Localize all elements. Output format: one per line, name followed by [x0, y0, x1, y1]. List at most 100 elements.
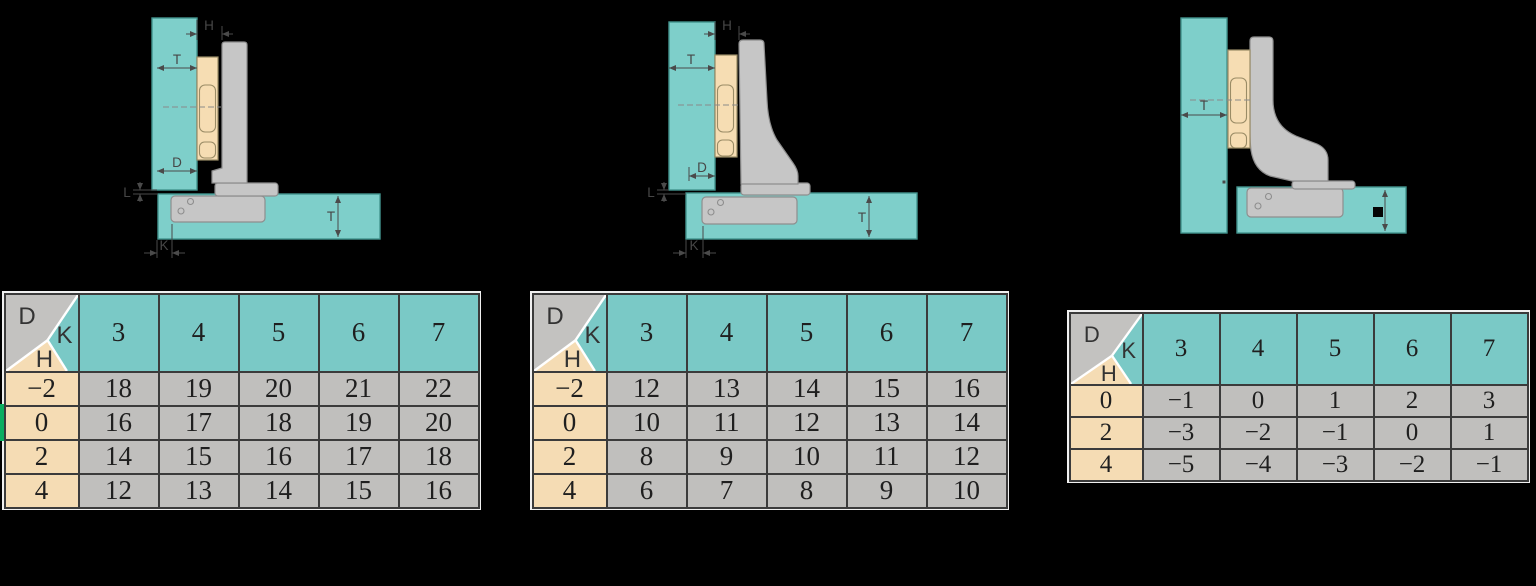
hinge-cup	[198, 84, 217, 133]
value-cell: −1	[1297, 417, 1373, 448]
value-cell: 12	[79, 474, 158, 507]
value-cell: 14	[79, 440, 158, 473]
value-cell: 12	[927, 440, 1006, 473]
corner-letter-k: K	[584, 321, 601, 349]
label-d: D	[697, 160, 707, 175]
missing-glyph-label	[1373, 207, 1383, 217]
value-cell: 3	[1451, 385, 1527, 416]
value-cell: 15	[159, 440, 238, 473]
value-cell: 14	[767, 372, 846, 405]
value-cell: 1	[1451, 417, 1527, 448]
mounting-plate	[170, 195, 266, 223]
label-l: L	[647, 185, 655, 200]
column-header-cell: 3	[1143, 313, 1219, 384]
hinge-cup-block	[196, 56, 219, 161]
corner-letter-d: D	[18, 303, 36, 331]
value-cell: 16	[79, 406, 158, 439]
value-cell: 13	[847, 406, 926, 439]
label-d: D	[172, 155, 182, 170]
column-header-cell: 3	[79, 294, 158, 371]
row-header-cell: 0	[533, 406, 606, 439]
value-cell: 0	[1220, 385, 1296, 416]
label-k: K	[159, 238, 168, 253]
half-overlay-diagram: H T D L K T	[647, 18, 918, 258]
label-h: H	[722, 18, 732, 33]
value-cell: −3	[1297, 449, 1373, 480]
value-cell: 21	[319, 372, 398, 405]
column-header-cell: 6	[1374, 313, 1450, 384]
value-cell: −5	[1143, 449, 1219, 480]
value-cell: 9	[847, 474, 926, 507]
hinge-arm	[1249, 36, 1329, 182]
value-cell: 6	[607, 474, 686, 507]
row-header-cell: 4	[1070, 449, 1142, 480]
column-header-cell: 5	[767, 294, 846, 371]
label-h: H	[204, 18, 214, 33]
screw-hole	[707, 208, 715, 216]
mounting-plate	[1246, 187, 1344, 218]
value-cell: 11	[687, 406, 766, 439]
hinge-arm	[211, 41, 248, 184]
value-cell: 20	[239, 372, 318, 405]
hinge-arm-foot	[214, 182, 279, 197]
screw-hole	[1264, 192, 1273, 201]
label-l: L	[123, 185, 131, 200]
hinge-cup-tab	[198, 141, 217, 159]
screw-hole	[716, 198, 725, 207]
value-cell: 17	[159, 406, 238, 439]
value-cell: 19	[159, 372, 238, 405]
value-cell: 16	[239, 440, 318, 473]
hinge-cup-tab	[716, 139, 735, 157]
hinge-arm	[738, 39, 799, 185]
value-cell: −3	[1143, 417, 1219, 448]
door-panel	[668, 21, 716, 191]
corner-letter-k: K	[1121, 338, 1137, 364]
value-cell: −1	[1451, 449, 1527, 480]
row-header-cell: −2	[533, 372, 606, 405]
door-panel	[1180, 17, 1228, 234]
label-t-door: T	[173, 52, 181, 67]
column-header-cell: 5	[1297, 313, 1373, 384]
value-cell: 10	[927, 474, 1006, 507]
value-cell: −4	[1220, 449, 1296, 480]
value-cell: 9	[687, 440, 766, 473]
value-cell: −2	[1220, 417, 1296, 448]
row-header-cell: 0	[1070, 385, 1142, 416]
value-cell: 14	[239, 474, 318, 507]
value-cell: 7	[687, 474, 766, 507]
column-header-cell: 4	[159, 294, 238, 371]
value-cell: 10	[607, 406, 686, 439]
value-cell: 18	[399, 440, 478, 473]
value-cell: 13	[159, 474, 238, 507]
value-cell: −1	[1143, 385, 1219, 416]
corner-letter-d: D	[546, 303, 564, 331]
label-t-door: T	[687, 52, 695, 67]
corner-letter-k: K	[56, 321, 73, 349]
value-cell: 12	[767, 406, 846, 439]
label-t-door: T	[1200, 98, 1208, 113]
corner-diagonal	[5, 294, 78, 371]
column-header-cell: 7	[927, 294, 1006, 371]
value-cell: 22	[399, 372, 478, 405]
screw-hole	[1254, 202, 1262, 210]
value-cell: 14	[927, 406, 1006, 439]
value-cell: 18	[239, 406, 318, 439]
value-cell: 10	[767, 440, 846, 473]
column-header-cell: 6	[847, 294, 926, 371]
corner-letter-h: H	[563, 345, 582, 373]
column-header-cell: 4	[1220, 313, 1296, 384]
hinge-arm-foot	[1291, 180, 1356, 190]
column-header-cell: 4	[687, 294, 766, 371]
value-cell: 16	[927, 372, 1006, 405]
value-cell: 8	[767, 474, 846, 507]
row-header-cell: 2	[5, 440, 78, 473]
column-header-cell: 3	[607, 294, 686, 371]
value-cell: 0	[1374, 417, 1450, 448]
mounting-plate	[701, 196, 798, 225]
green-row-marker	[0, 404, 4, 441]
value-cell: 1	[1297, 385, 1373, 416]
